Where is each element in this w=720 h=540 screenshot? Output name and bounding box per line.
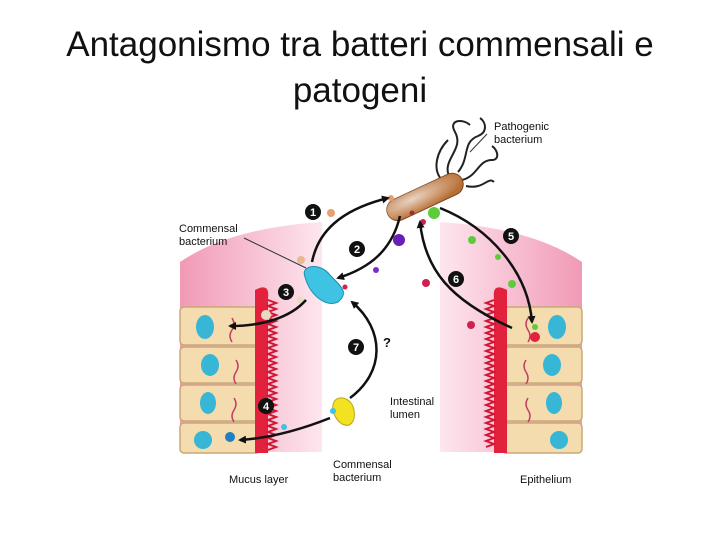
nucleus <box>194 431 212 449</box>
commensal-bacterium-top <box>303 266 344 304</box>
svg-text:3: 3 <box>283 287 289 299</box>
arrow-7 <box>349 300 378 400</box>
title-line-2: patogeni <box>292 71 428 110</box>
arrows <box>228 195 536 444</box>
svg-text:6: 6 <box>453 274 459 286</box>
arrow-6 <box>416 220 513 330</box>
commensal-bacterium-bottom <box>332 397 355 426</box>
brush-border-right <box>493 287 507 453</box>
label-lumen-line-1: Intestinal <box>390 396 435 408</box>
step-badge-7: 7 <box>348 339 364 355</box>
leader-lines <box>243 133 488 269</box>
svg-text:2: 2 <box>354 244 360 256</box>
label-commensal-bottom-line-1: Commensal <box>333 459 392 471</box>
step-badges: 1 2 3 4 5 6 7 <box>258 204 519 414</box>
arrow-1 <box>310 195 390 263</box>
title-line-1: Antagonismo tra batteri commensali e <box>66 25 654 64</box>
svg-text:5: 5 <box>508 231 514 243</box>
label-mucus-layer: Mucus layer <box>229 474 289 486</box>
label-pathogenic-line-2: bacterium <box>494 134 543 146</box>
label-pathogenic-bacterium: Pathogenic bacterium <box>494 121 549 147</box>
nucleus <box>196 315 214 339</box>
svg-text:7: 7 <box>353 342 359 354</box>
pathogenic-bacterium <box>386 117 499 222</box>
arrow-4 <box>238 416 331 444</box>
step-badge-1: 1 <box>305 204 321 220</box>
step-badge-2: 2 <box>349 241 365 257</box>
label-commensal-bottom-line-2: bacterium <box>333 472 382 484</box>
label-lumen-line-2: lumen <box>390 409 420 421</box>
arrow-5 <box>439 206 536 324</box>
step-badge-6: 6 <box>448 271 464 287</box>
nucleus <box>200 392 216 414</box>
slide-title: Antagonismo tra batteri commensali e pat… <box>0 22 720 114</box>
nucleus <box>546 392 562 414</box>
arrow-3 <box>228 299 307 330</box>
svg-text:4: 4 <box>263 401 270 413</box>
label-commensal-top-line-1: Commensal <box>179 223 238 235</box>
label-commensal-top-line-2: bacterium <box>179 236 228 248</box>
label-pathogenic-line-1: Pathogenic <box>494 121 550 133</box>
epithelium-left <box>179 287 279 454</box>
label-commensal-bacterium-top: Commensal bacterium <box>179 223 238 249</box>
label-commensal-bacterium-bottom: Commensal bacterium <box>333 459 392 485</box>
step-badge-4: 4 <box>258 398 274 414</box>
epithelium-right <box>483 287 583 454</box>
step-badge-3: 3 <box>278 284 294 300</box>
nucleus <box>543 354 561 376</box>
arrow-2 <box>336 215 402 281</box>
label-epithelium: Epithelium <box>520 474 572 486</box>
label-intestinal-lumen: Intestinal lumen <box>390 396 434 422</box>
nucleus <box>201 354 219 376</box>
label-question: ? <box>383 335 391 350</box>
svg-text:1: 1 <box>310 207 316 219</box>
nucleus <box>550 431 568 449</box>
nucleus <box>548 315 566 339</box>
step-badge-5: 5 <box>503 228 519 244</box>
